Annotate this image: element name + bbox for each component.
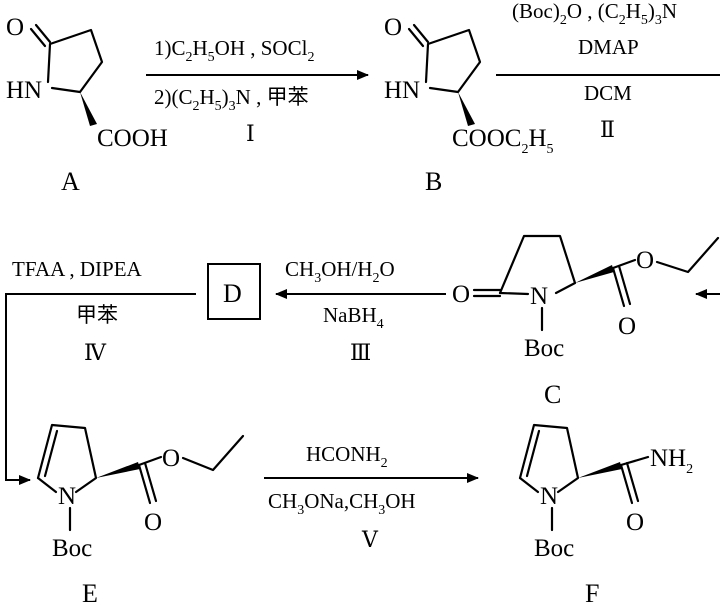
step-iii-reagent: CH3OH/H2O: [285, 257, 395, 286]
compound-e-carbonyl-double-bond: [143, 461, 158, 503]
compound-e-double-bond: [43, 429, 59, 478]
compound-f-carbonyl-o: O: [626, 509, 644, 536]
compound-e-ester-o: O: [162, 445, 180, 472]
compound-a: O HN COOH A: [6, 14, 168, 196]
step-iv: TFAA , DIPEA 甲苯 Ⅳ: [5, 257, 196, 485]
compound-a-co-bond: [34, 23, 52, 44]
step-v: HCONH2 CH3ONa,CH3OH Ⅴ: [264, 442, 479, 552]
step-i: 1)C2H5OH , SOCl2 2)(C2H5)3N , 甲苯 Ⅰ: [146, 36, 369, 146]
compound-e-ester-bond: [137, 455, 163, 467]
compound-b-co-double-bond: [407, 27, 425, 48]
compound-c-n: N: [530, 283, 548, 310]
step-i-numeral: Ⅰ: [246, 121, 255, 146]
compound-f-ring-lower: [518, 476, 540, 494]
compound-b-co-bond: [412, 23, 430, 44]
compound-d-label: D: [223, 279, 242, 308]
compound-f: N Boc O NH2 F: [518, 423, 693, 605]
compound-e-wedge-bond: [96, 462, 140, 478]
compound-e-ring-lower: [36, 476, 58, 494]
compound-c-carbonyl-o: O: [618, 313, 636, 340]
step-i-reagent-line1: 1)C2H5OH , SOCl2: [154, 36, 314, 65]
compound-f-label: F: [585, 579, 599, 605]
compound-e-n: N: [58, 483, 76, 510]
step-v-reagent: HCONH2: [306, 442, 388, 471]
compound-a-nh: HN: [6, 77, 42, 104]
compound-b-label: B: [425, 167, 442, 196]
compound-e-ring: [36, 423, 98, 494]
step-i-reagent-line2: 2)(C2H5)3N , 甲苯: [154, 85, 309, 114]
step-iv-solvent: 甲苯: [76, 303, 118, 327]
compound-b-ring: [424, 28, 482, 94]
compound-b-ester: COOC2H5: [452, 125, 554, 157]
compound-f-carbonyl-double-bond: [625, 461, 640, 503]
compound-e-label: E: [82, 579, 98, 605]
compound-b-wedge-bond: [458, 92, 475, 126]
compound-e-ethyl: [181, 434, 245, 472]
step-iii-reductant: NaBH4: [323, 303, 384, 332]
compound-a-ring: [46, 28, 104, 94]
compound-d: D: [207, 263, 261, 320]
compound-c-ester-o: O: [636, 247, 654, 274]
compound-f-boc: Boc: [534, 535, 574, 562]
compound-a-co-double-bond: [29, 27, 47, 48]
compound-d-box: [207, 263, 261, 320]
step-iii: CH3OH/H2O NaBH4 Ⅲ: [275, 257, 446, 365]
compound-f-carbonyl-bond: [619, 463, 634, 505]
compound-c-carbonyl-bond: [611, 266, 626, 308]
compound-a-carbonyl-o: O: [6, 14, 24, 41]
compound-f-nh2: NH2: [650, 445, 693, 477]
compound-c-wedge-bond: [575, 265, 614, 283]
step-ii-reagent-line1: (Boc)2O , (C2H5)3N: [512, 0, 677, 28]
compound-b-carbonyl-o: O: [384, 14, 402, 41]
compound-f-ring: [518, 423, 580, 494]
compound-a-wedge-bond: [80, 92, 97, 126]
compound-c-ring-lower: [498, 291, 530, 296]
compound-e-carbonyl-bond: [137, 463, 152, 505]
step-iv-numeral: Ⅳ: [84, 340, 107, 365]
step-iv-arrow: [5, 293, 196, 485]
step-iii-numeral: Ⅲ: [350, 340, 371, 365]
compound-a-cooh: COOH: [97, 125, 168, 152]
compound-b-nh: HN: [384, 77, 420, 104]
compound-c-label: C: [544, 380, 561, 409]
step-v-numeral: Ⅴ: [361, 527, 379, 552]
step-ii-reagent-line2: DMAP: [578, 35, 639, 59]
compound-c-ring-upper: [498, 234, 577, 295]
compound-f-n: N: [540, 483, 558, 510]
step-ii-numeral: Ⅱ: [600, 117, 615, 142]
compound-c-ring-o: O: [452, 281, 470, 308]
compound-c-ethyl: [655, 236, 720, 274]
compound-e-boc: Boc: [52, 535, 92, 562]
compound-c-ester-bond: [611, 258, 637, 270]
compound-c-carbonyl-double-bond: [617, 264, 632, 306]
step-ii: (Boc)2O , (C2H5)3N DMAP DCM Ⅱ: [496, 0, 720, 142]
compound-b: O HN COOC2H5 B: [384, 14, 554, 196]
compound-a-label: A: [61, 167, 80, 196]
compound-c-boc: Boc: [524, 335, 564, 362]
compound-e-carbonyl-o: O: [144, 509, 162, 536]
compound-f-wedge-bond: [578, 462, 622, 478]
compound-c: O N Boc O O C: [452, 234, 720, 409]
compound-f-amide-bond: [619, 455, 650, 467]
compound-f-double-bond: [525, 429, 541, 478]
step-ii-solvent: DCM: [584, 81, 632, 105]
step-iv-reagent: TFAA , DIPEA: [12, 257, 143, 281]
compound-e: N Boc O O E: [36, 423, 245, 605]
step-v-base: CH3ONa,CH3OH: [268, 489, 416, 518]
